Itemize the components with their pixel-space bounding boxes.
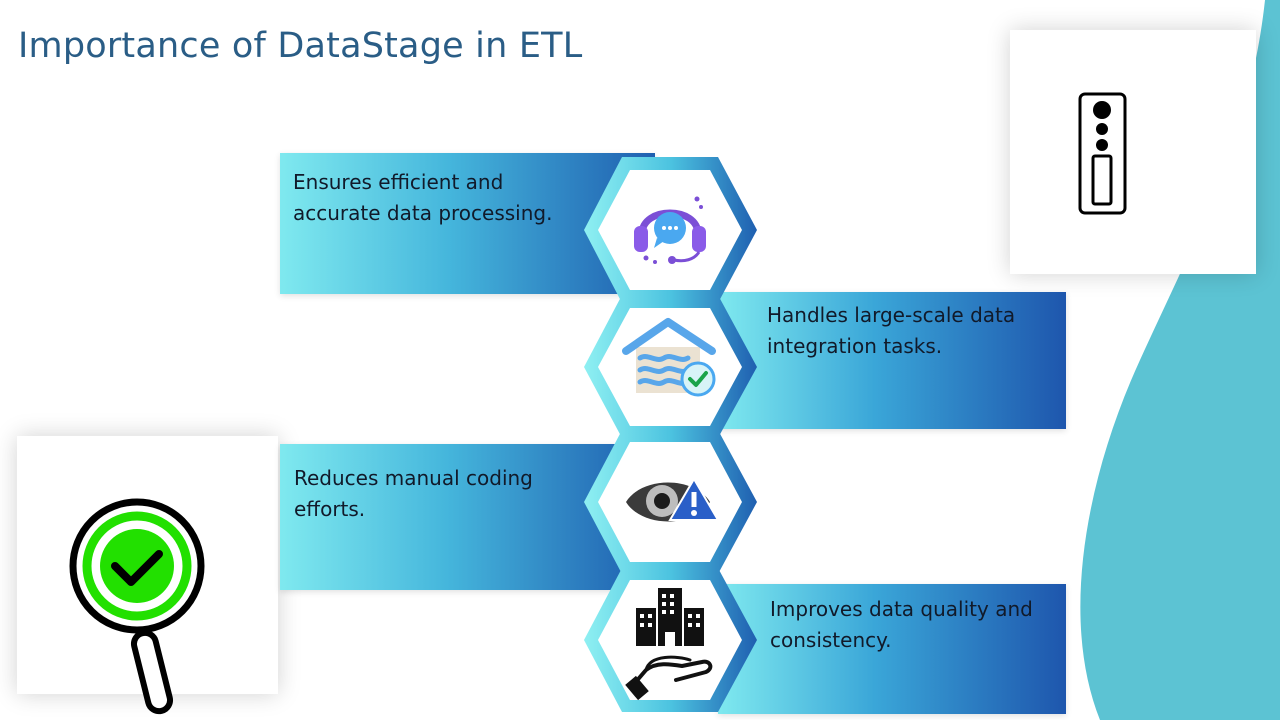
point-band-3 [280,444,650,590]
traffic-signal-icon [1078,92,1127,215]
hexagon-2 [584,295,757,438]
eye-warning-icon [626,477,720,522]
point-text-2: Handles large-scale data integration tas… [767,303,1016,358]
magnifier-check-icon [69,498,205,715]
magnifier-card [17,436,278,715]
point-text-3: Reduces manual coding efforts. [294,466,533,521]
building-hand-icon [625,588,713,701]
traffic-signal-card [1010,30,1256,274]
hexagon-4 [584,568,757,712]
point-text-4: Improves data quality and consistency. [770,597,1033,652]
house-check-icon [622,318,716,397]
headset-chat-icon [634,196,706,264]
hexagon-column [584,157,757,712]
point-band-2 [718,292,1066,429]
hexagon-1 [584,157,757,303]
point-band-4 [718,584,1066,714]
slide-title: Importance of DataStage in ETL [18,26,583,66]
hexagon-3 [584,430,757,574]
point-text-1: Ensures efficient and accurate data proc… [293,170,553,225]
